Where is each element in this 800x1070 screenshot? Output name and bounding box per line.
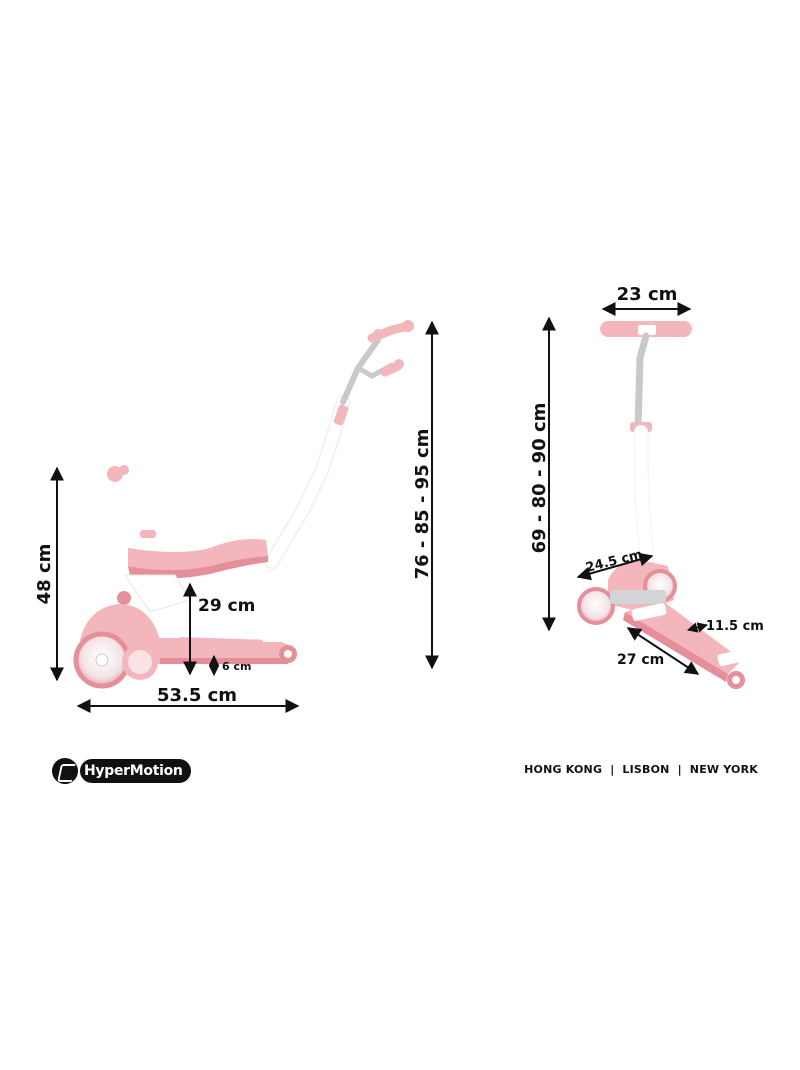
dim-label-deck-length: 27 cm [617, 652, 664, 668]
city-separator: | [677, 763, 682, 776]
dim-label-handle-height: 76 - 85 - 95 cm [412, 429, 433, 580]
city-lisbon: LISBON [622, 763, 670, 776]
side-view-scooter [73, 320, 414, 689]
dim-line-deck-length [626, 627, 700, 675]
brand-name: HyperMotion [80, 759, 191, 783]
dim-label-seat-height: 29 cm [198, 596, 255, 616]
front-left-wheel [577, 587, 615, 625]
city-list: HONG KONG | LISBON | NEW YORK [524, 763, 758, 776]
handle-clamp [333, 404, 349, 426]
dim-label-height-total: 48 cm [34, 544, 55, 605]
city-new-york: NEW YORK [689, 763, 758, 776]
brand-logo: HyperMotion [52, 756, 191, 786]
seat [128, 539, 268, 570]
dim-line-front-width [576, 552, 654, 581]
dim-label-handlebar-width: 23 cm [617, 284, 678, 305]
side-view-dimensions: 48 cm 29 cm 6 cm 53.5 cm 76 - 85 - 95 cm [34, 320, 439, 713]
stem-chrome [634, 332, 650, 432]
city-separator: | [610, 763, 615, 776]
dim-label-deck-width: 11.5 cm [706, 619, 764, 634]
front-view-dimensions: 23 cm 69 - 80 - 90 cm 24.5 cm 11.5 cm 27… [529, 284, 764, 675]
dim-label-handle-height-2: 69 - 80 - 90 cm [529, 403, 550, 554]
seat-handle [113, 471, 156, 547]
dim-label-deck-height: 6 cm [222, 660, 251, 673]
hypermotion-logo-icon [52, 758, 78, 784]
dim-label-length: 53.5 cm [157, 685, 237, 706]
city-hong-kong: HONG KONG [524, 763, 603, 776]
